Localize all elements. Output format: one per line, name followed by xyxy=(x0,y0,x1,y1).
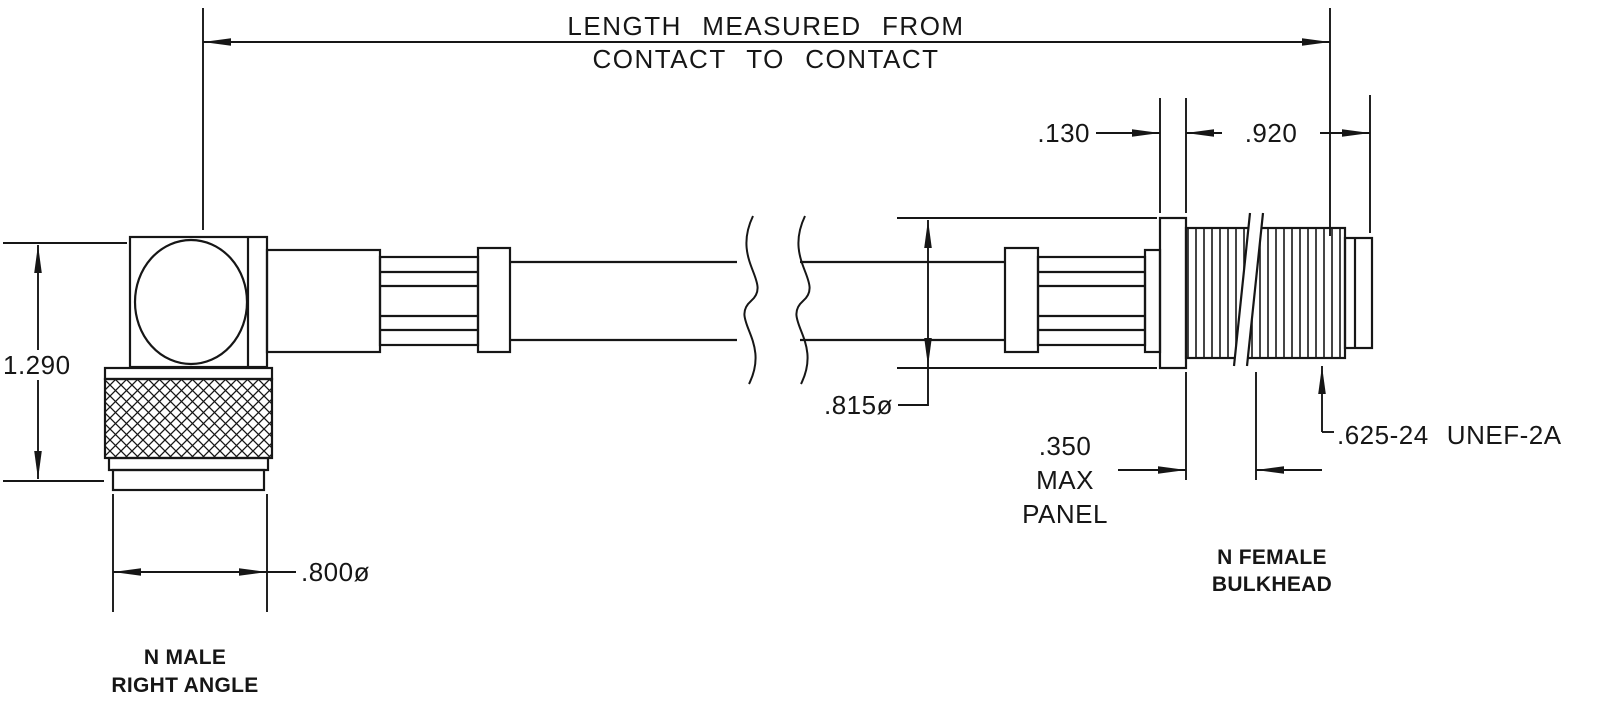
left-connector-label-line1: N MALE xyxy=(143,646,227,669)
coupling-nut-top-flange xyxy=(103,366,274,381)
length-note-line2: CONTACT TO CONTACT xyxy=(592,44,940,74)
female-interface-nose xyxy=(1343,236,1374,350)
dimension-lines xyxy=(3,8,1371,612)
panel-note-panel: PANEL xyxy=(1022,499,1108,529)
n-female-bulkhead-connector xyxy=(1003,212,1374,370)
left-connector-label-line2: RIGHT ANGLE xyxy=(111,674,259,697)
left-connector-barrel xyxy=(265,248,382,354)
left-connector-label: N MALE RIGHT ANGLE xyxy=(85,644,285,700)
dim-coupling-diameter: .800ø xyxy=(301,557,370,587)
dim-bulkhead-length: .920 xyxy=(1222,118,1320,148)
threaded-bulkhead-body xyxy=(1184,226,1347,360)
cable xyxy=(510,260,1005,342)
cable-break-symbol xyxy=(743,215,811,385)
right-connector-label-line2: BULKHEAD xyxy=(1211,573,1333,596)
coupling-nut-mouth xyxy=(111,468,266,492)
right-crimp-section xyxy=(1036,255,1147,347)
right-connector-label-line1: N FEMALE xyxy=(1217,546,1327,569)
length-note-line1: LENGTH MEASURED FROM xyxy=(567,11,965,41)
object-lines xyxy=(103,212,1374,492)
jam-nut-line xyxy=(1245,212,1265,367)
right-connector-label: N FEMALE BULKHEAD xyxy=(1172,544,1372,598)
length-note: LENGTH MEASURED FROM CONTACT TO CONTACT xyxy=(466,10,1066,76)
bulkhead-flange xyxy=(1158,216,1188,370)
right-angle-body-radius xyxy=(133,238,249,366)
panel-note-max: MAX xyxy=(1036,465,1094,495)
left-crimp-section xyxy=(378,255,480,347)
right-ferrule xyxy=(1003,246,1040,354)
left-ferrule xyxy=(476,246,512,354)
jam-nut-line xyxy=(1232,212,1252,367)
dim-thread-spec: .625-24 UNEF-2A xyxy=(1337,420,1562,450)
dim-flange-thickness: .130 xyxy=(1037,118,1090,148)
knurled-coupling-nut xyxy=(103,377,274,460)
n-male-right-angle-connector xyxy=(103,235,512,492)
dim-body-diameter: .815ø xyxy=(824,390,893,420)
panel-note-value: .350 xyxy=(1038,431,1092,461)
dim-connector-height: 1.290 xyxy=(0,350,90,380)
panel-note: .350 MAX PANEL xyxy=(1010,429,1120,531)
